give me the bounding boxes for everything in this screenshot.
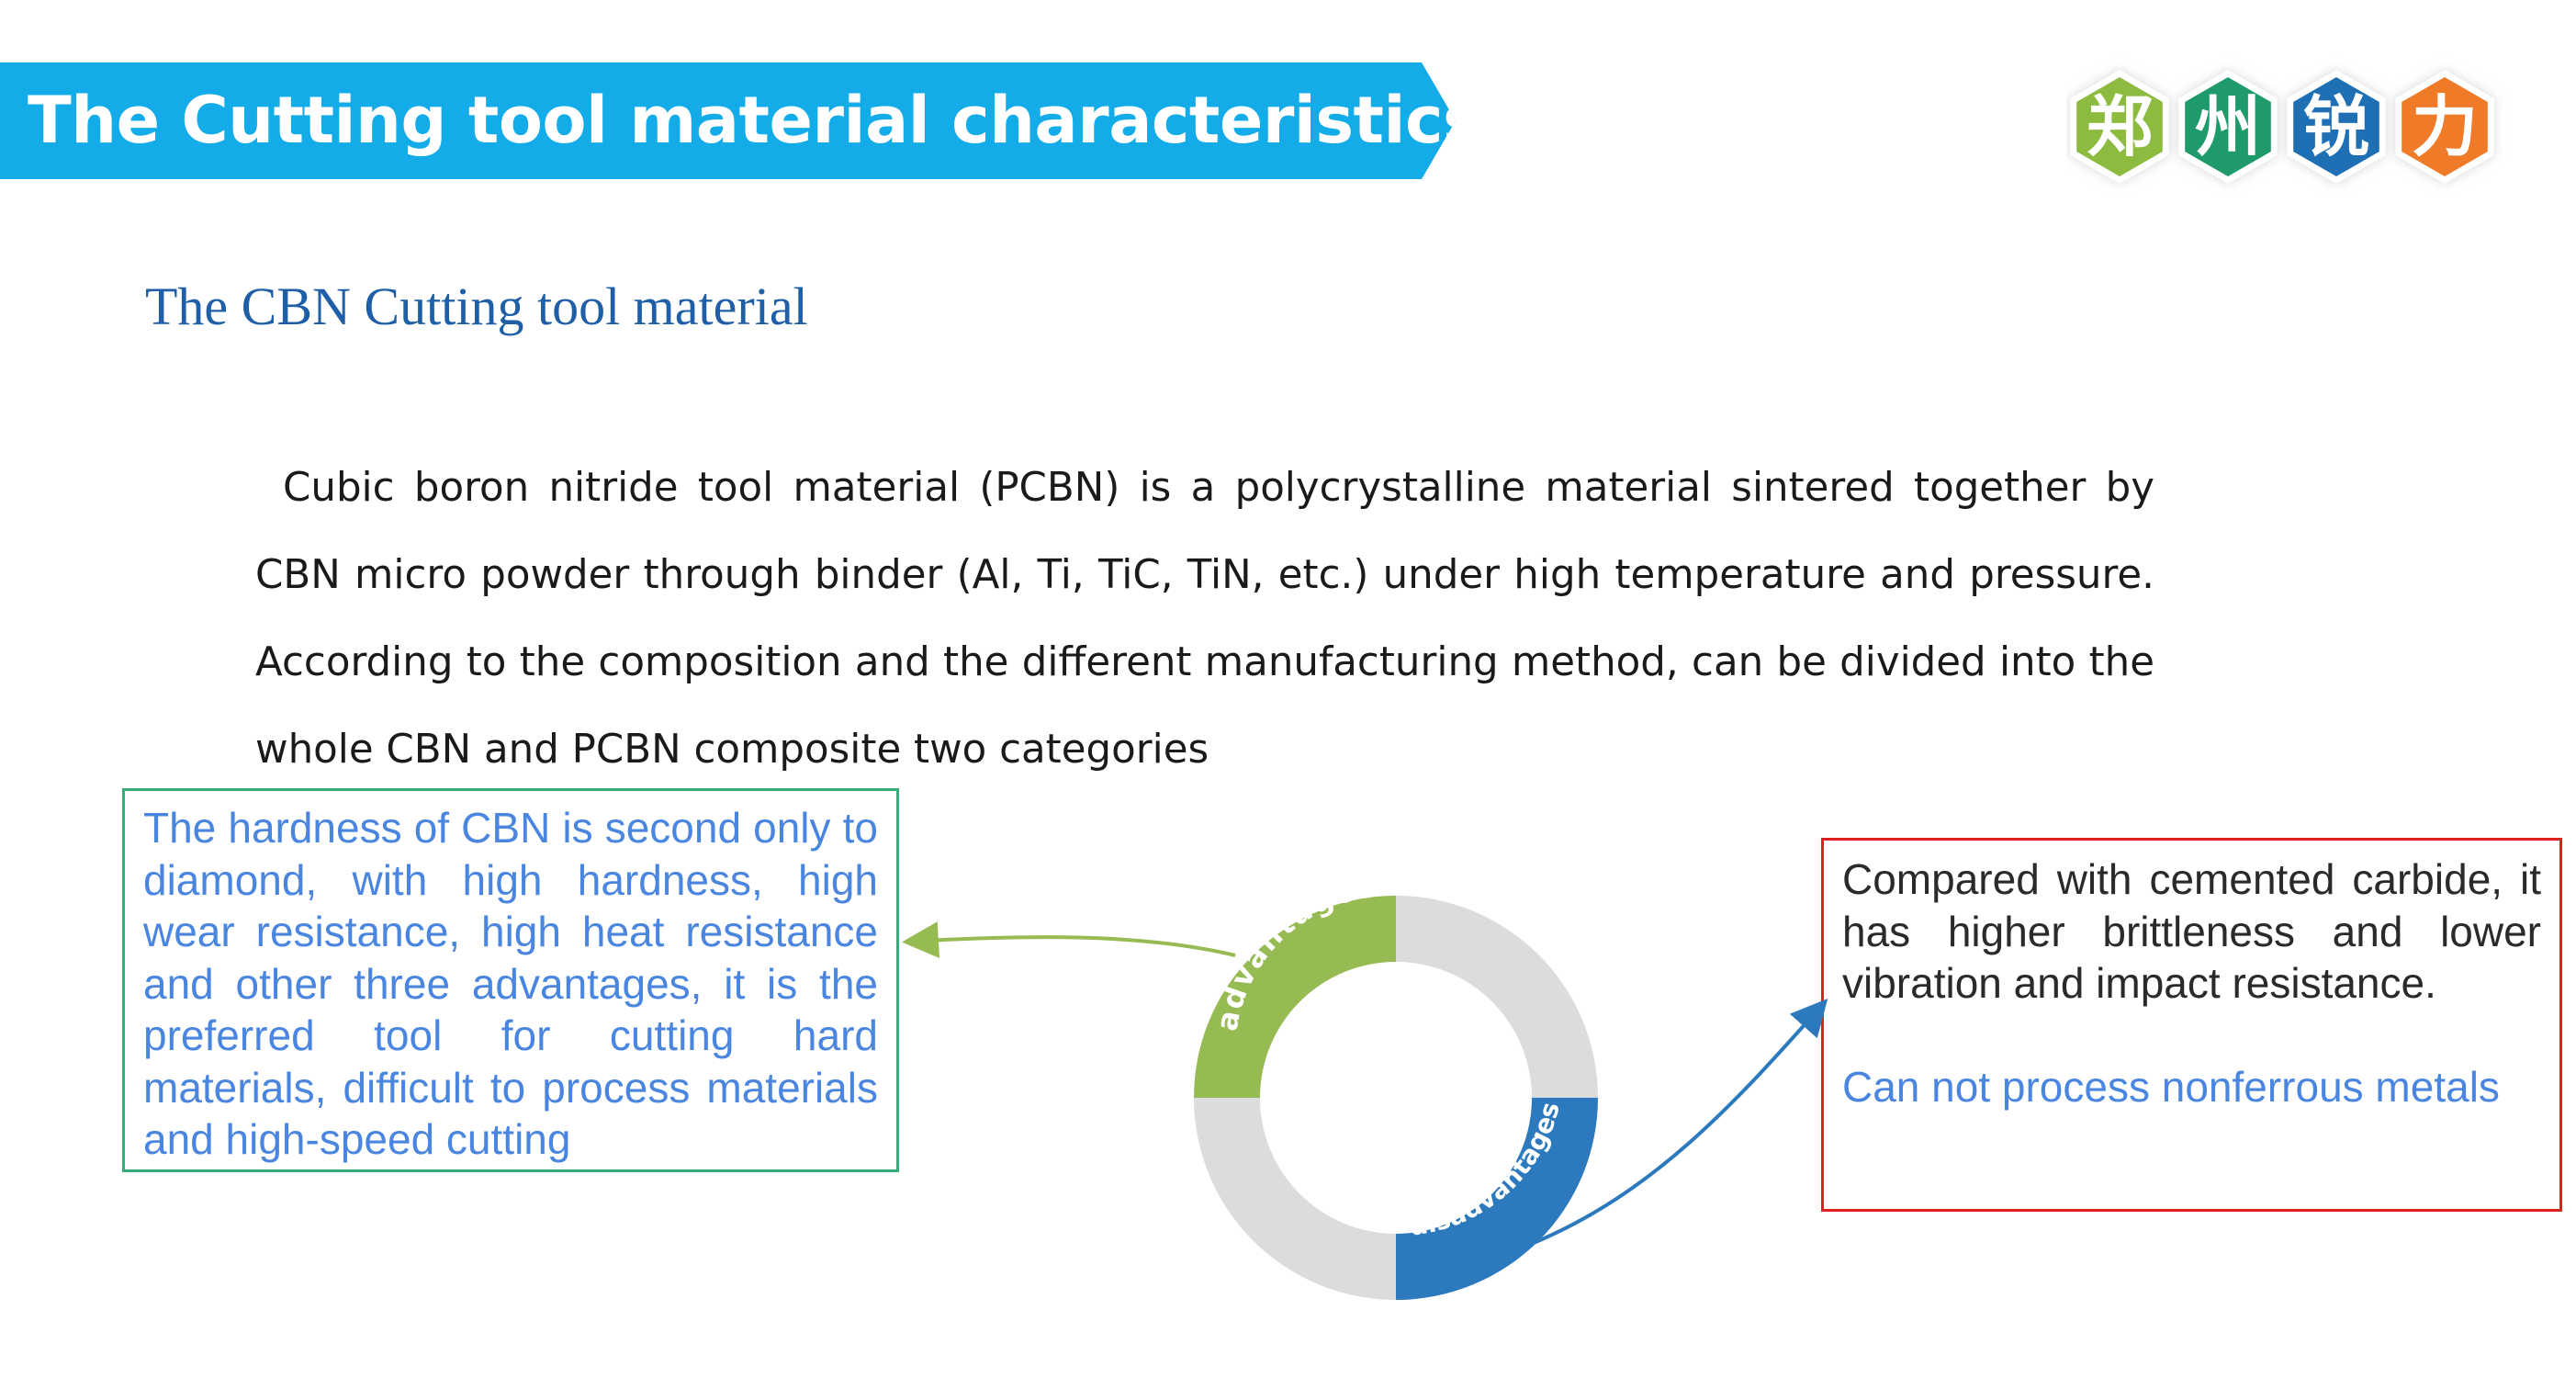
body-paragraph-text: Cubic boron nitride tool material (PCBN)… xyxy=(255,464,2154,773)
logo-char-3: 锐 xyxy=(2302,88,2369,165)
ring-gray-left xyxy=(1194,1098,1396,1300)
page-title: The Cutting tool material characteristic… xyxy=(28,83,1481,158)
advantages-box: The hardness of CBN is second only to di… xyxy=(122,788,899,1172)
logo-hex xyxy=(2293,77,2379,176)
disadvantages-segment[interactable] xyxy=(1396,1098,1598,1300)
body-paragraph: Cubic boron nitride tool material (PCBN)… xyxy=(255,445,2154,794)
logo-char-2: 州 xyxy=(2194,88,2261,165)
logo-char-4: 力 xyxy=(2411,88,2478,165)
logo-hex xyxy=(2076,77,2163,176)
logo-hex xyxy=(2402,77,2488,176)
title-banner: The Cutting tool material characteristic… xyxy=(0,62,1456,179)
disadvantages-note: Can not process nonferrous metals xyxy=(1842,1062,2500,1111)
logo-hexagons xyxy=(2070,70,2494,184)
company-logo: 郑 州 锐 力 xyxy=(2066,51,2535,207)
section-subtitle: The CBN Cutting tool material xyxy=(145,277,808,336)
disadvantages-text: Compared with cemented carbide, it has h… xyxy=(1842,855,2541,1007)
disadvantages-box: Compared with cemented carbide, it has h… xyxy=(1821,838,2562,1212)
advantages-segment[interactable] xyxy=(1194,896,1396,1098)
advantages-text: The hardness of CBN is second only to di… xyxy=(143,804,878,1163)
ring-gray-right xyxy=(1396,896,1598,1098)
advantages-arrow xyxy=(902,921,1236,959)
logo-hex xyxy=(2185,77,2271,176)
logo-char-1: 郑 xyxy=(2086,88,2153,165)
